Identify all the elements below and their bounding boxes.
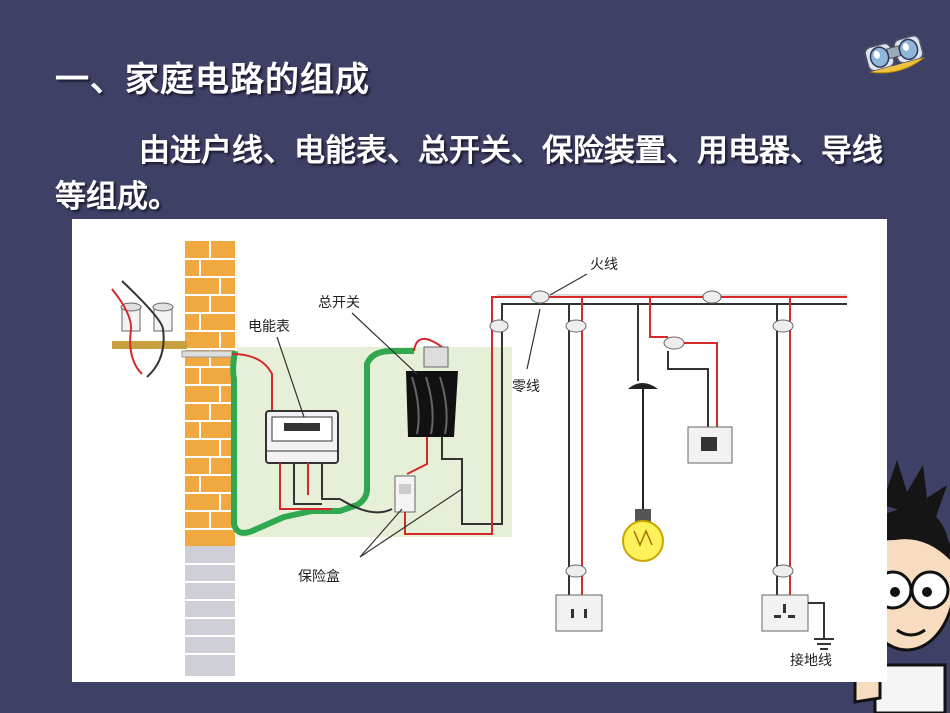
socket-left [555,297,603,632]
slide-body: 由进户线、电能表、总开关、保险装置、用电器、导线等组成。 [55,128,885,220]
circuit-diagram: 火线 总开关 电能表 零线 保险盒 接地线 [72,219,887,682]
wall-switch [663,336,733,464]
socket-right [761,297,834,650]
main-wires [489,290,847,333]
label-fuse-box: 保险盒 [298,568,340,585]
binoculars-icon [864,35,925,74]
label-ground-wire: 接地线 [790,652,832,669]
ground-wire-main [230,348,414,536]
label-live-wire: 火线 [590,257,618,273]
fuse-box [394,475,416,513]
label-main-switch: 总开关 [318,295,360,311]
body-text: 由进户线、电能表、总开关、保险装置、用电器、导线等组成。 [55,133,883,215]
leader-lines [276,273,588,558]
slide-title: 一、家庭电路的组成 [55,60,370,100]
label-neutral-wire: 零线 [512,379,540,395]
main-switch [406,338,458,437]
label-meter: 电能表 [248,319,290,335]
brick-wall [185,241,235,676]
entrance-insulators [111,280,233,378]
light-bulb [622,297,668,562]
